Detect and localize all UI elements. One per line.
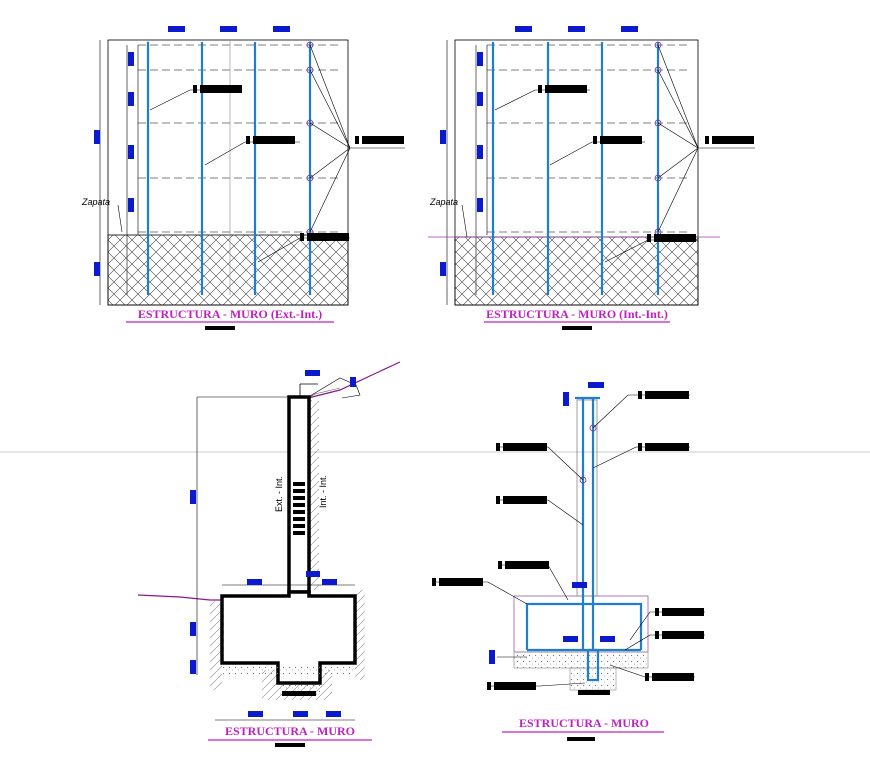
- panel-title: ESTRUCTURA - MURO: [225, 724, 355, 738]
- footing-note: Zapata: [429, 197, 458, 207]
- panel-title: ESTRUCTURA - MURO (Ext.-Int.): [138, 307, 322, 321]
- section-label-int: Int. - Int.: [318, 475, 328, 508]
- wall-elevation-ext-int: Zapata ESTRUCTURA - MURO (Ext.-Int.): [81, 26, 405, 330]
- wall-cross-section-b: ESTRUCTURA - MURO: [432, 382, 705, 741]
- footing-note: Zapata: [81, 197, 110, 207]
- wall-cross-section-a: Ext. - Int. Int. - Int. ESTRUCTURA - MUR…: [137, 361, 401, 747]
- wall-elevation-int-int: Zapata ESTRUCTURA - MURO (Int.-Int.): [428, 26, 755, 330]
- section-label-ext: Ext. - Int.: [274, 476, 284, 512]
- panel-title: ESTRUCTURA - MURO (Int.-Int.): [486, 307, 668, 321]
- panel-title: ESTRUCTURA - MURO: [519, 716, 649, 730]
